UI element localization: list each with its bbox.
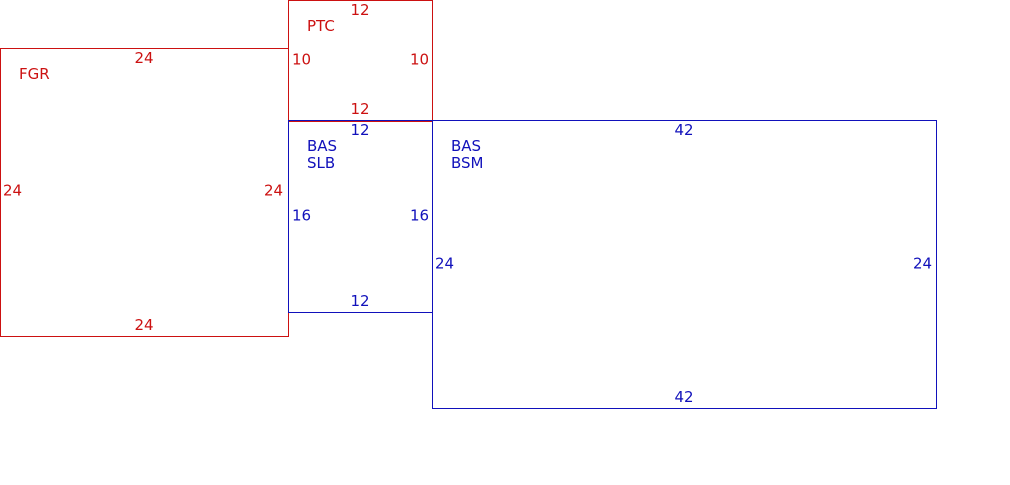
room-fgr [0,48,289,337]
room-bsm-label: BAS BSM [451,138,484,172]
room-fgr-label: FGR [19,66,50,83]
room-ptc [288,0,433,122]
room-slb-label: BAS SLB [307,138,337,172]
room-fgr-dim-top: 24 [134,49,154,67]
room-bsm [432,120,937,409]
room-fgr-label-line: FGR [19,65,50,83]
room-fgr-dim-bottom: 24 [134,316,154,334]
room-ptc-dim-bottom: 12 [350,100,370,118]
room-slb-label-line-1: BAS [307,137,338,155]
room-bsm-dim-top: 42 [674,121,694,139]
room-bsm-label-line-2: BSM [451,154,484,172]
room-slb-dim-left: 16 [292,206,312,225]
room-slb-dim-bottom: 12 [350,292,370,310]
room-slb-label-line-2: SLB [307,154,336,172]
room-ptc-label-line: PTC [307,17,335,35]
room-slb-dim-right: 16 [410,206,430,225]
room-bsm-label-line-1: BAS [451,137,482,155]
room-fgr-dim-left: 24 [3,181,23,200]
room-ptc-dim-right: 10 [410,50,430,69]
room-ptc-dim-left: 10 [292,50,312,69]
room-bsm-dim-left: 24 [435,254,455,273]
room-ptc-dim-top: 12 [350,1,370,19]
room-bsm-dim-right: 24 [913,254,933,273]
room-slb-dim-top: 12 [350,121,370,139]
room-fgr-dim-right: 24 [264,181,284,200]
room-bsm-dim-bottom: 42 [674,388,694,406]
room-ptc-label: PTC [307,18,335,35]
